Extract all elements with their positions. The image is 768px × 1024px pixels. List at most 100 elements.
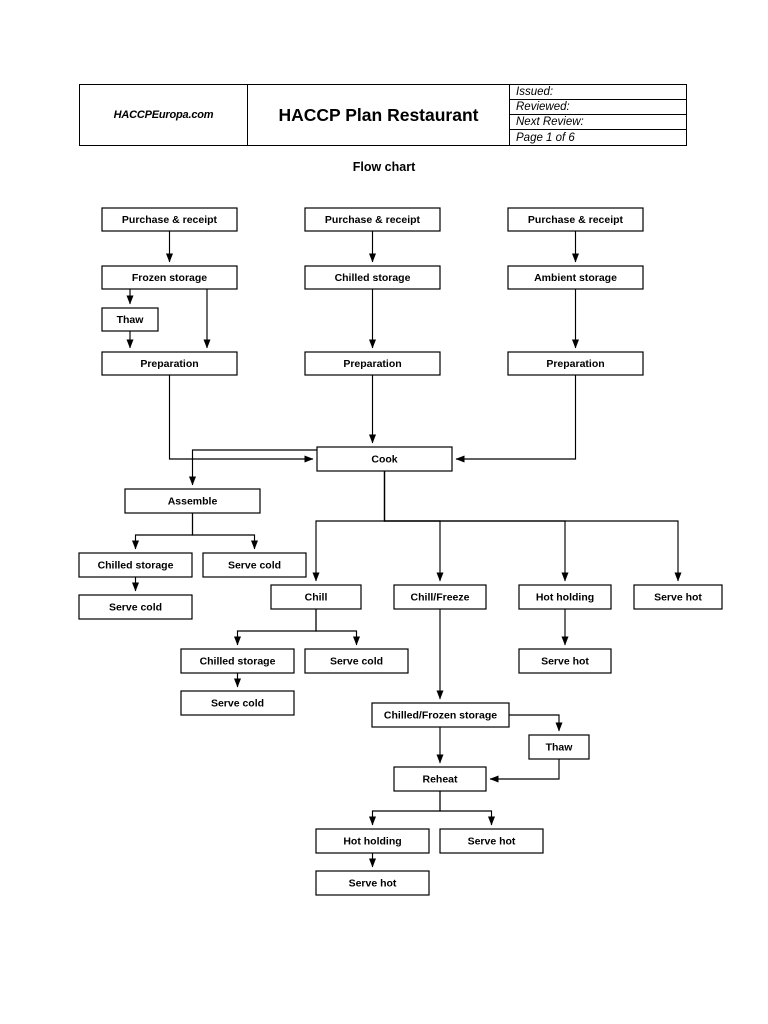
flow-edge-chill-to-servecoldC [315,609,360,646]
flow-node-box-chillfreeze [393,584,487,610]
flow-node-label-servehotD: Serve hot [349,877,397,889]
flow-chart-heading: Flow chart [352,160,416,174]
flow-node-label-prep2: Preparation [343,358,401,370]
flow-node-box-thaw1 [101,307,159,332]
flow-node-hotholding1: Hot holding [518,584,612,610]
flow-node-thaw1: Thaw [101,307,159,332]
flow-node-servehotB: Serve hot [518,648,612,674]
flow-node-box-servecoldC [304,648,409,674]
flow-edge-cook-to-servehotA [383,471,682,582]
flow-node-frozen: Frozen storage [101,265,238,290]
flow-node-label-prep3: Preparation [546,358,604,370]
flow-node-label-servehotB: Serve hot [541,655,589,667]
flow-edge-cfstorage-to-thaw2 [509,714,563,732]
flow-node-box-purchase1 [101,207,238,232]
flow-node-ambient: Ambient storage [507,265,644,290]
flow-edges-layer [126,231,682,868]
flow-node-label-servecoldA: Serve cold [228,559,281,571]
header-title-cell: HACCP Plan Restaurant [248,85,510,145]
flow-edge-prep2-to-assemble [189,449,373,486]
flow-edge-cook-to-hotholding1 [383,471,569,582]
flow-node-chilled: Chilled storage [304,265,441,290]
flow-node-label-chill: Chill [305,591,328,603]
flow-node-label-cook: Cook [371,453,397,465]
flow-edge-assemble-to-chilledA [132,513,194,550]
flow-node-label-cfstorage: Chilled/Frozen storage [384,709,497,721]
flow-node-servehotD: Serve hot [315,870,430,896]
flow-node-assemble: Assemble [124,488,261,514]
flow-node-thaw2: Thaw [528,734,590,760]
flow-node-label-chilledB: Chilled storage [200,655,276,667]
flow-node-chilledB: Chilled storage [180,648,295,674]
flow-node-label-assemble: Assemble [168,495,218,507]
meta-row-reviewed: Reviewed: [510,100,686,115]
flow-node-box-servehotB [518,648,612,674]
flow-node-box-hotholding2 [315,828,430,854]
flow-edge-reheat-to-hotholding2 [369,791,441,826]
flow-node-box-ambient [507,265,644,290]
flow-node-prep2: Preparation [304,351,441,376]
company-logo-text: HACCPEuropa.com [113,109,214,121]
flow-node-box-prep1 [101,351,238,376]
flow-node-box-servecoldA [202,552,307,578]
flow-node-label-servecoldD: Serve cold [211,697,264,709]
flow-node-label-reheat: Reheat [422,773,458,785]
flow-node-servehotC: Serve hot [439,828,544,854]
flow-node-hotholding2: Hot holding [315,828,430,854]
flow-node-chillfreeze: Chill/Freeze [393,584,487,610]
flow-node-box-servehotD [315,870,430,896]
flow-node-box-purchase3 [507,207,644,232]
flow-node-purchase2: Purchase & receipt [304,207,441,232]
flow-node-servecoldA: Serve cold [202,552,307,578]
flow-edge-thaw2-to-reheat [489,759,560,783]
flow-node-box-chilledA [78,552,193,578]
flow-node-box-servehotA [633,584,723,610]
header-logo-cell: HACCPEuropa.com [80,85,248,145]
flow-node-box-hotholding1 [518,584,612,610]
flow-node-label-ambient: Ambient storage [534,272,617,284]
flow-node-box-chilledB [180,648,295,674]
flow-node-box-reheat [393,766,487,792]
flow-node-label-purchase1: Purchase & receipt [122,214,218,226]
document-header-table: HACCPEuropa.com HACCP Plan Restaurant Is… [79,84,687,146]
header-meta-cell: Issued: Reviewed: Next Review: Page 1 of… [510,85,686,145]
flow-node-box-thaw2 [528,734,590,760]
flow-edge-cook-to-chillfreeze [383,471,444,582]
flow-node-label-chillfreeze: Chill/Freeze [411,591,470,603]
flow-edge-chill-to-chilledB [234,609,317,646]
flow-node-label-servehotA: Serve hot [654,591,702,603]
flow-node-cook: Cook [316,446,453,472]
flow-node-label-hotholding1: Hot holding [536,591,594,603]
flow-edge-assemble-to-servecoldA [191,513,258,550]
flow-node-label-hotholding2: Hot holding [343,835,401,847]
flow-node-box-chilled [304,265,441,290]
meta-row-page-number: Page 1 of 6 [516,131,575,144]
flow-node-prep3: Preparation [507,351,644,376]
flow-nodes-layer: Purchase & receipt Purchase & receipt Purc… [78,207,723,896]
flow-node-label-frozen: Frozen storage [132,272,207,284]
flow-node-box-chill [270,584,362,610]
flow-node-label-purchase3: Purchase & receipt [528,214,624,226]
flow-node-label-prep1: Preparation [140,358,198,370]
flow-node-box-cfstorage [371,702,510,728]
flow-edge-reheat-to-servehotC [439,791,495,826]
flow-node-box-servecoldB [78,594,193,620]
flow-node-box-cook [316,446,453,472]
document-title: HACCP Plan Restaurant [278,104,479,125]
flow-node-chilledA: Chilled storage [78,552,193,578]
flow-edge-prep3-to-cook [455,375,577,463]
flow-node-label-thaw2: Thaw [546,741,574,753]
meta-row-issued: Issued: [510,85,686,100]
flow-node-box-purchase2 [304,207,441,232]
flow-node-box-servecoldD [180,690,295,716]
flow-node-prep1: Preparation [101,351,238,376]
flow-node-servecoldC: Serve cold [304,648,409,674]
flow-edge-cook-to-chill [312,471,386,582]
flow-node-box-assemble [124,488,261,514]
flow-node-servehotA: Serve hot [633,584,723,610]
flow-node-label-thaw1: Thaw [117,314,145,326]
flow-node-cfstorage: Chilled/Frozen storage [371,702,510,728]
flow-node-label-chilledA: Chilled storage [98,559,174,571]
flow-node-label-servehotC: Serve hot [468,835,516,847]
flow-node-chill: Chill [270,584,362,610]
